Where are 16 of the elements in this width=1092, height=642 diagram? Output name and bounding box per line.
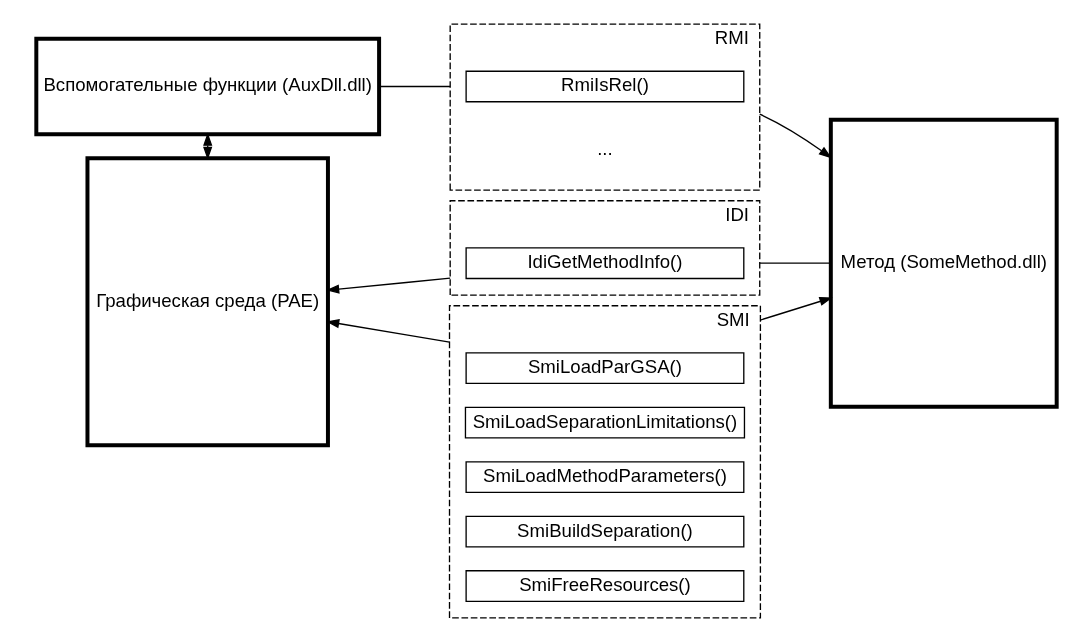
- node-box: Вспомогательные функции (AuxDll.dll): [33, 36, 381, 137]
- node-box: SmiLoadParGSA(): [464, 352, 744, 385]
- arrow: [202, 132, 212, 160]
- node-box: SmiFreeResources(): [464, 570, 744, 602]
- node-box: RmiIsRel(): [464, 70, 744, 103]
- node-box: SmiLoadMethodParameters(): [464, 461, 744, 494]
- node-box: Графическая среда (PAE): [84, 156, 330, 448]
- label: ...: [596, 138, 613, 160]
- node-box: SmiBuildSeparation(): [464, 515, 744, 548]
- connector: [758, 262, 831, 264]
- node-box: SmiLoadSeparationLimitations(): [464, 406, 745, 439]
- connector: [378, 85, 451, 88]
- arrow: [759, 296, 833, 321]
- arrow: [758, 113, 832, 159]
- node-box: Метод (SomeMethod.dll): [828, 117, 1059, 409]
- node-box: IdiGetMethodInfo(): [464, 247, 744, 280]
